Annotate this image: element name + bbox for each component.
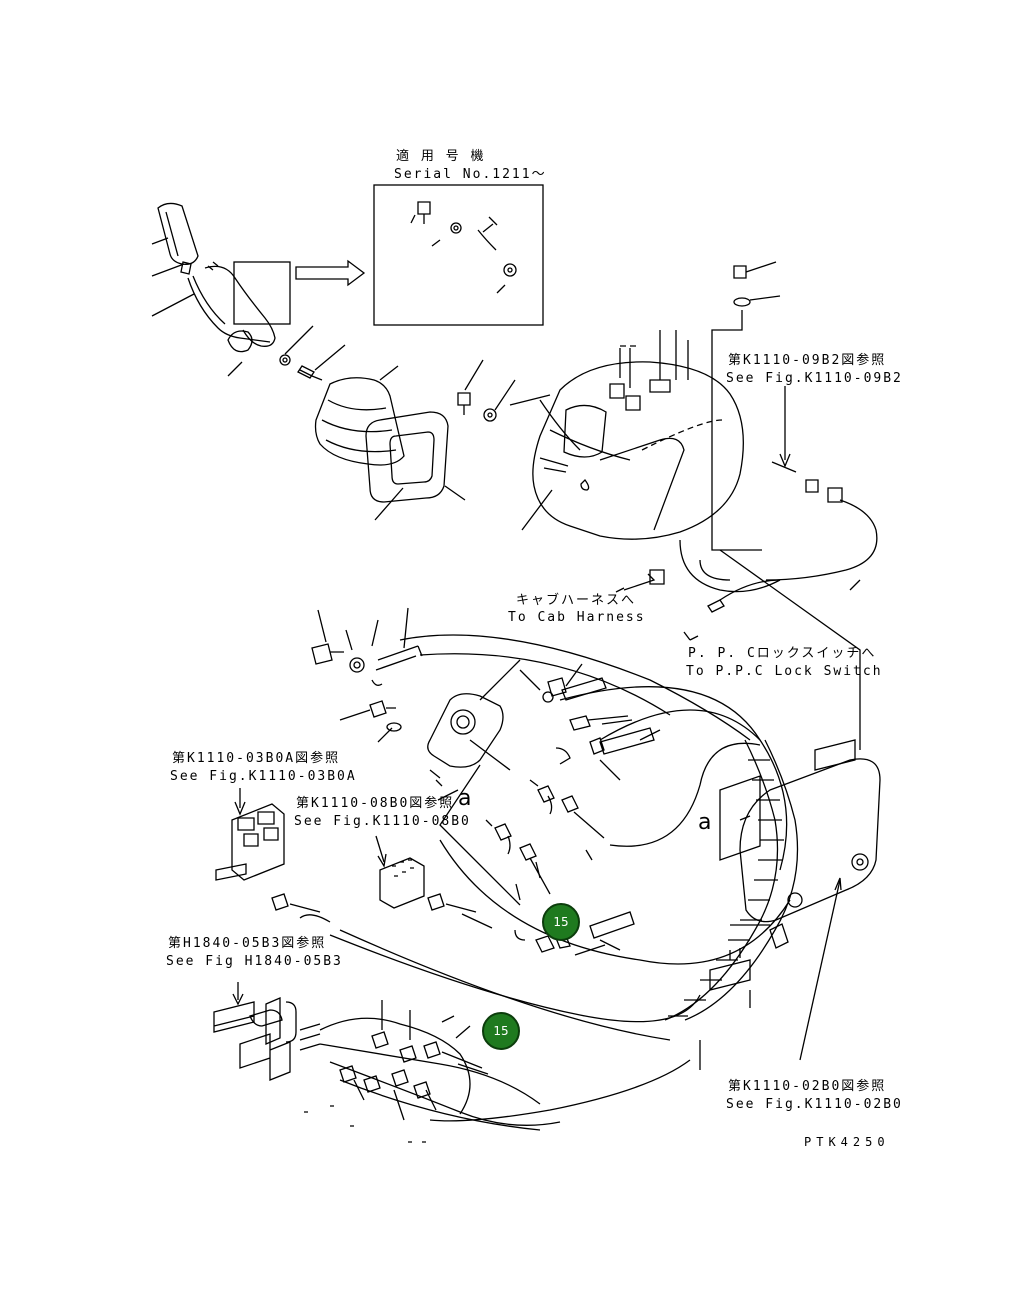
left-fittings: [311, 607, 423, 743]
ref-k1110-09b2-en: See Fig.K1110-09B2: [726, 371, 903, 386]
main-harness-lines: [329, 634, 791, 1041]
callout-15-lower[interactable]: 15: [482, 1012, 520, 1050]
ref-ppc-lock-en: To P.P.C Lock Switch: [686, 664, 883, 679]
lever-assembly: [151, 202, 291, 377]
rubber-boot: [314, 365, 405, 466]
center-fittings: [485, 779, 635, 956]
ref-k1110-08b0-jp: 第K1110-08B0図参照: [296, 796, 455, 811]
inset-arrow: [295, 259, 366, 287]
ref-k1110-03b0a-en: See Fig.K1110-03B0A: [170, 769, 357, 784]
inset-box: [373, 184, 544, 326]
mid-bolts: [457, 359, 516, 422]
spiral-wrap: [664, 739, 799, 1021]
ref-cab-harness-en: To Cab Harness: [508, 610, 646, 625]
ref-k1110-09b2-jp: 第K1110-09B2図参照: [728, 353, 887, 368]
ref-h1840-05b3-jp: 第H1840-05B3図参照: [168, 936, 327, 951]
manifold-hoses: [304, 1000, 691, 1143]
ref-k1110-08b0-en: See Fig.K1110-08B0: [294, 814, 471, 829]
console-box: [509, 330, 744, 540]
valve-bracket: [719, 739, 881, 923]
connector-block: [375, 835, 425, 909]
switch-assembly: [215, 788, 285, 881]
reference-pointers: [539, 399, 842, 1061]
ref-h1840-05b3-en: See Fig H1840-05B3: [166, 954, 343, 969]
ref-k1110-02b0-jp: 第K1110-02B0図参照: [728, 1079, 887, 1094]
right-fittings: [519, 663, 661, 781]
ref-ppc-lock-jp: P. P. Cロックスイッチへ: [688, 646, 877, 661]
serial-note-en: Serial No.1211〜: [394, 167, 547, 182]
view-mark-a-right: a: [698, 810, 712, 835]
boot-plate: [365, 411, 466, 521]
lever-fasteners: [279, 325, 346, 381]
harness-clamps: [699, 923, 789, 1070]
valve-manifold: [213, 982, 321, 1081]
lower-hoses: [271, 893, 493, 929]
ref-cab-harness-jp: キャブハーネスへ: [516, 593, 637, 608]
serial-note-jp: 適 用 号 機: [396, 149, 486, 164]
view-mark-a-center: a: [458, 786, 472, 811]
top-right-fasteners: [711, 261, 781, 551]
callout-15-upper[interactable]: 15: [542, 903, 580, 941]
drawing-code: PTK4250: [804, 1135, 890, 1149]
right-harness: [615, 386, 878, 750]
ref-k1110-02b0-en: See Fig.K1110-02B0: [726, 1097, 903, 1112]
ppc-valve: [427, 659, 521, 906]
ref-k1110-03b0a-jp: 第K1110-03B0A図参照: [172, 751, 341, 766]
